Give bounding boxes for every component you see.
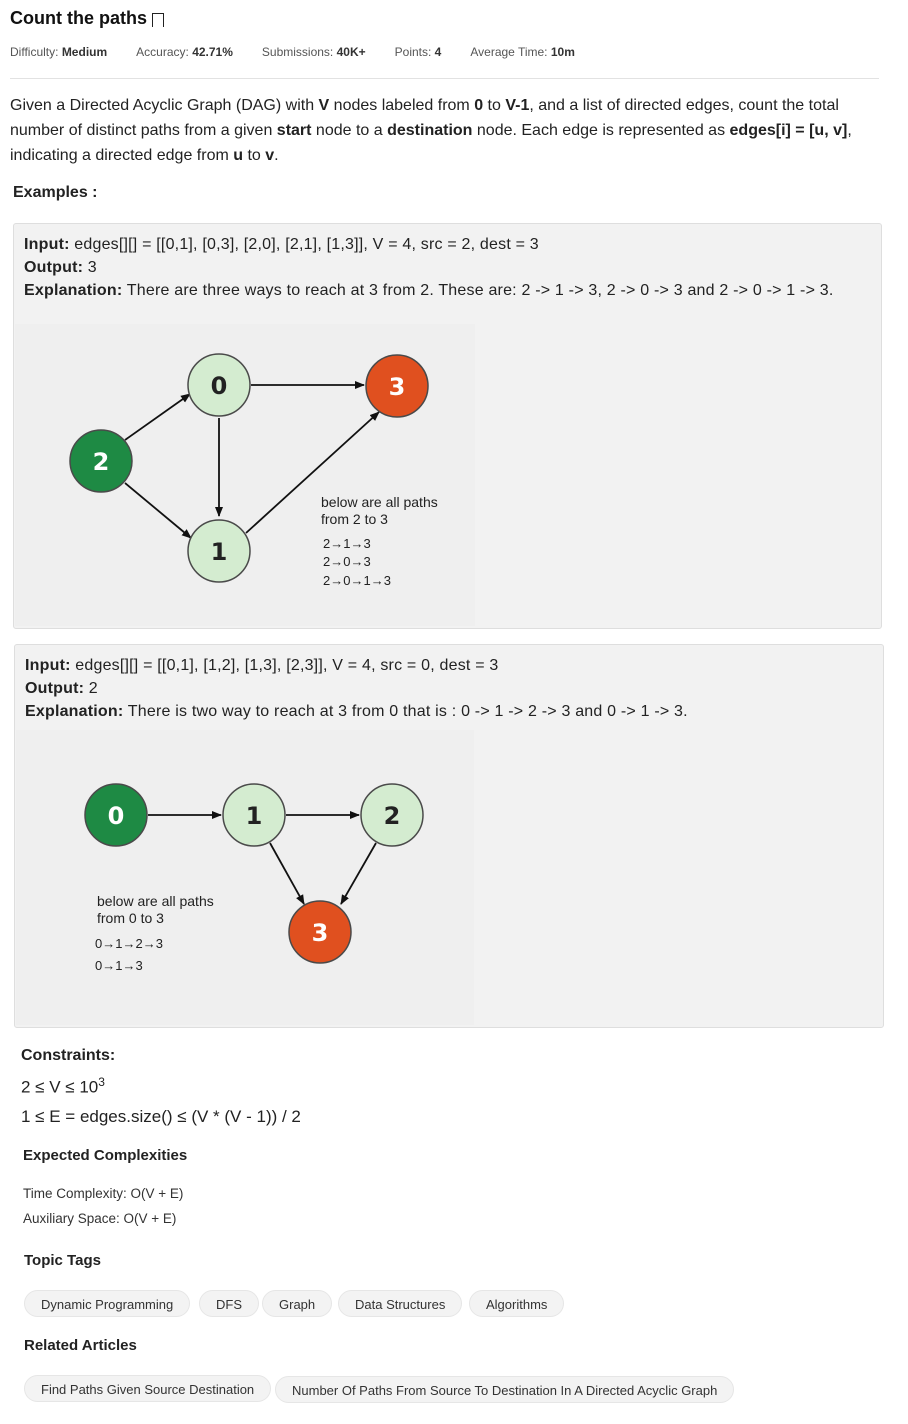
graph-caption-line2: from 2 to 3	[321, 511, 388, 527]
problem-meta: Difficulty: Medium Accuracy: 42.71% Subm…	[10, 45, 604, 59]
example-2-text: Input: edges[][] = [[0,1], [1,2], [1,3],…	[25, 654, 873, 723]
node-0-label: 0	[211, 372, 228, 400]
example-1-input: Input: edges[][] = [[0,1], [0,3], [2,0],…	[24, 236, 539, 253]
graph-node-2: 2	[69, 429, 133, 493]
examples-heading: Examples :	[13, 184, 98, 201]
edge-2-1	[124, 482, 192, 539]
tag-graph[interactable]: Graph	[262, 1290, 333, 1317]
time-complexity: Time Complexity: O(V + E)	[23, 1186, 184, 1201]
constraint-1: 2 ≤ V ≤ 103	[21, 1075, 105, 1098]
example-box-2: Input: edges[][] = [[0,1], [1,2], [1,3],…	[14, 644, 884, 1028]
points-label: Points:	[394, 45, 432, 59]
edge-1-3	[245, 411, 380, 534]
example-2-explanation: Explanation: There is two way to reach a…	[25, 703, 688, 720]
submissions-value: 40K+	[336, 45, 366, 59]
constraint-2: 1 ≤ E = edges.size() ≤ (V * (V - 1)) / 2	[21, 1107, 301, 1126]
graph-node-3: 3	[288, 900, 352, 964]
average-time-value: 10m	[550, 45, 575, 59]
graph-caption-line2: from 0 to 3	[97, 910, 164, 926]
node-3-label: 3	[312, 919, 329, 947]
related-article-1[interactable]: Find Paths Given Source Destination	[24, 1375, 272, 1402]
tag-dynamic-programming[interactable]: Dynamic Programming	[24, 1290, 191, 1317]
constraints-heading: Constraints:	[21, 1047, 116, 1064]
edge-2-0	[124, 393, 191, 441]
path-1: 2→1→3	[323, 536, 371, 551]
divider	[10, 78, 879, 79]
difficulty-meta: Difficulty: Medium	[10, 45, 107, 59]
average-time-label: Average Time:	[470, 45, 548, 59]
difficulty-label: Difficulty:	[10, 45, 59, 59]
node-0-label: 0	[108, 802, 125, 830]
tag-data-structures[interactable]: Data Structures	[338, 1290, 463, 1317]
submissions-label: Submissions:	[261, 45, 334, 59]
example-box-1: Input: edges[][] = [[0,1], [0,3], [2,0],…	[13, 223, 882, 629]
topic-tags-heading: Topic Tags	[24, 1252, 101, 1269]
example-2-graph: 0 1 2 3 below are all paths from 0 to 3 …	[84, 783, 424, 973]
example-1-text: Input: edges[][] = [[0,1], [0,3], [2,0],…	[24, 233, 869, 302]
tag-dfs[interactable]: DFS	[199, 1290, 259, 1317]
constraint-1-exponent: 3	[98, 1075, 105, 1089]
accuracy-meta: Accuracy: 42.71%	[136, 45, 233, 59]
difficulty-value: Medium	[61, 45, 108, 59]
node-1-label: 1	[211, 538, 228, 566]
tag-algorithms[interactable]: Algorithms	[469, 1290, 565, 1317]
points-meta: Points: 4	[395, 45, 442, 59]
example-1-graph-panel: 0 3 2 1 below are all paths from 2 to 3 …	[15, 324, 475, 626]
accuracy-value: 42.71%	[192, 45, 233, 59]
node-3-label: 3	[389, 373, 406, 401]
related-article-2[interactable]: Number Of Paths From Source To Destinati…	[275, 1376, 735, 1403]
graph-node-0: 0	[84, 783, 148, 847]
related-articles-heading: Related Articles	[24, 1337, 137, 1354]
example-1-graph: 0 3 2 1 below are all paths from 2 to 3 …	[69, 353, 438, 588]
path-2: 2→0→3	[323, 554, 371, 569]
expected-complexities-heading: Expected Complexities	[23, 1147, 188, 1164]
problem-title-text: Count the paths	[10, 8, 147, 28]
node-2-label: 2	[93, 448, 110, 476]
path-2: 0→1→3	[95, 958, 143, 973]
constraint-1-text: 2 ≤ V ≤ 10	[21, 1077, 99, 1097]
average-time-meta: Average Time: 10m	[470, 45, 575, 59]
graph-caption-line1: below are all paths	[321, 494, 438, 510]
bookmark-icon[interactable]	[152, 12, 164, 32]
node-2-label: 2	[384, 802, 401, 830]
auxiliary-space: Auxiliary Space: O(V + E)	[23, 1211, 177, 1226]
example-2-input: Input: edges[][] = [[0,1], [1,2], [1,3],…	[25, 657, 499, 674]
path-1: 0→1→2→3	[95, 936, 163, 951]
example-1-output: Output: 3	[24, 259, 97, 276]
graph-node-0: 0	[187, 353, 251, 417]
graph-caption-line1: below are all paths	[97, 893, 214, 909]
edge-1-3	[269, 842, 305, 905]
submissions-meta: Submissions: 40K+	[262, 45, 366, 59]
node-1-label: 1	[246, 802, 263, 830]
graph-node-3: 3	[365, 354, 429, 418]
problem-description: Given a Directed Acyclic Graph (DAG) wit…	[10, 97, 852, 164]
graph-node-1: 1	[222, 783, 286, 847]
path-3: 2→0→1→3	[323, 573, 391, 588]
graph-node-2: 2	[360, 783, 424, 847]
problem-title: Count the paths	[10, 8, 164, 32]
points-value: 4	[434, 45, 442, 59]
example-1-explanation: Explanation: There are three ways to rea…	[24, 282, 834, 299]
accuracy-label: Accuracy:	[136, 45, 189, 59]
example-2-output: Output: 2	[25, 680, 98, 697]
example-2-graph-panel: 0 1 2 3 below are all paths from 0 to 3 …	[16, 730, 474, 1025]
graph-node-1: 1	[187, 519, 251, 583]
edge-2-3	[340, 842, 377, 905]
